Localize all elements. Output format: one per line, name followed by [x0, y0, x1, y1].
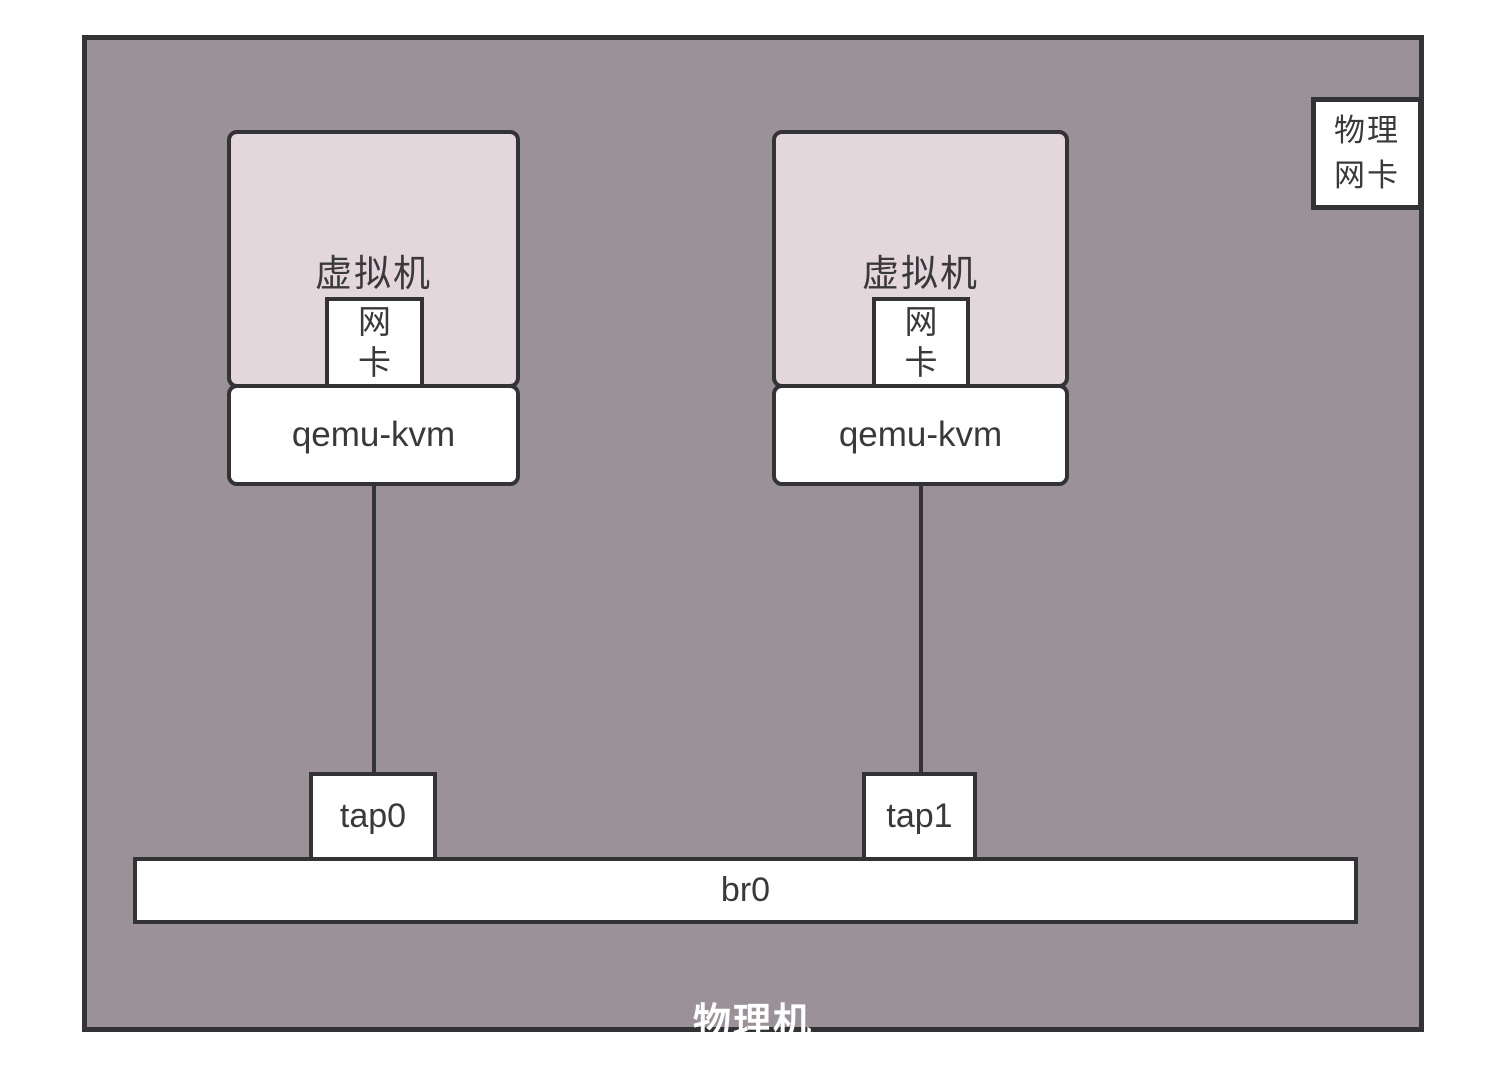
vm-nic-label-line1: 网 [358, 303, 391, 341]
vm-nic-box: 网 卡 [872, 297, 970, 388]
bridge-label: br0 [720, 871, 771, 909]
hypervisor-label: qemu-kvm [291, 415, 456, 454]
tap-interface-box: tap1 [862, 772, 977, 861]
tap-interface-label: tap1 [886, 797, 953, 835]
physical-host-label: 物理机 [692, 1002, 813, 1044]
bridge-box: br0 [133, 857, 1358, 924]
physical-nic-label-line1: 物理 [1334, 112, 1400, 148]
physical-nic-label-line2: 网卡 [1334, 157, 1400, 193]
hypervisor-box: qemu-kvm [772, 384, 1069, 486]
hypervisor-label: qemu-kvm [838, 415, 1003, 454]
hypervisor-box: qemu-kvm [227, 384, 520, 486]
vm-label: 虚拟机 [315, 253, 432, 294]
connector-line [372, 484, 376, 774]
vm-nic-label-line2: 卡 [904, 343, 938, 381]
vm-label: 虚拟机 [862, 253, 979, 294]
vm-nic-label-line1: 网 [904, 303, 938, 341]
physical-nic-box: 物理 网卡 [1311, 97, 1423, 210]
vm-nic-box: 网 卡 [325, 297, 424, 388]
vm-nic-label-line2: 卡 [358, 343, 391, 381]
tap-interface-label: tap0 [339, 797, 407, 835]
tap-interface-box: tap0 [309, 772, 437, 861]
connector-line [919, 484, 923, 774]
